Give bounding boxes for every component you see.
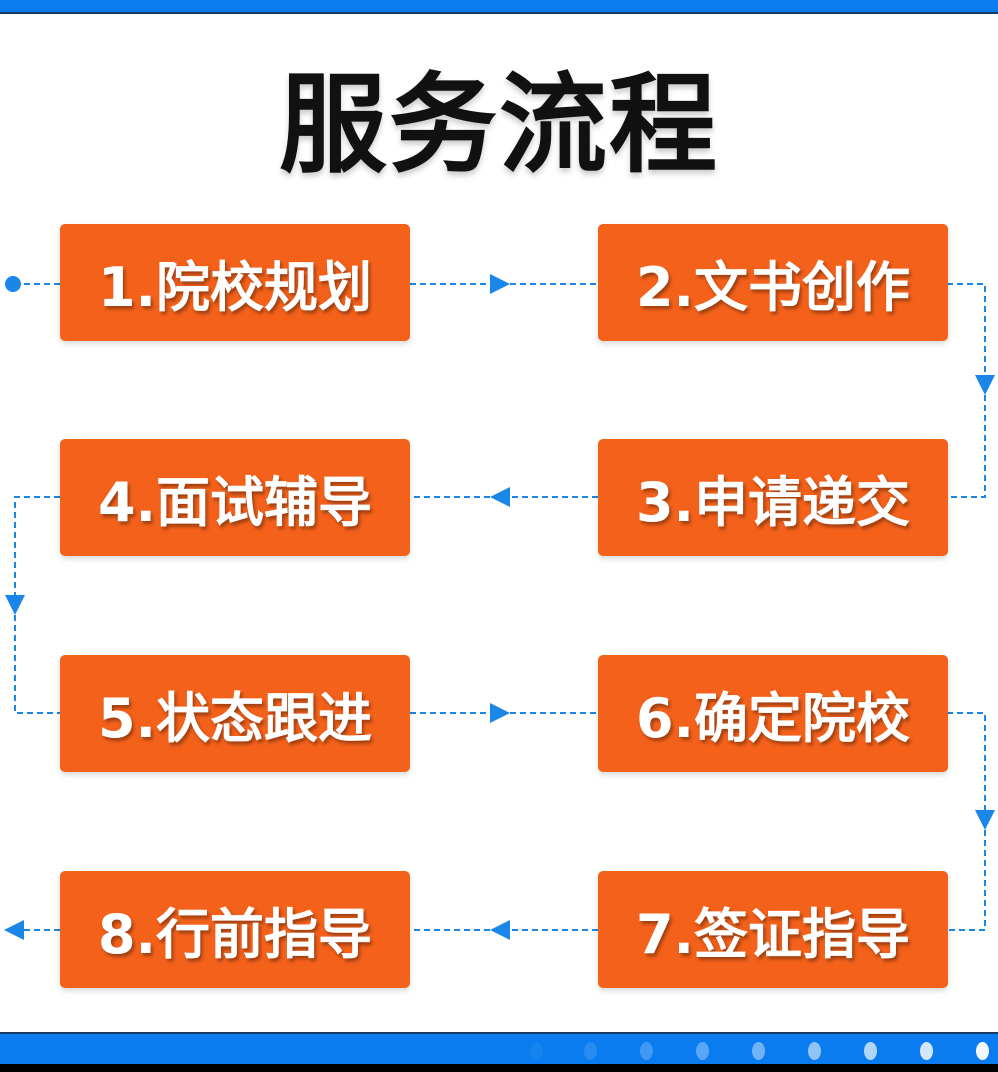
decor-dot [864,1042,877,1060]
arrow-4-5 [5,496,60,615]
decor-dot [920,1042,933,1060]
page-title: 服务流程 [278,63,719,188]
arrow-6-7 [947,712,995,830]
top-bar [0,0,998,14]
step-3-box: 3.申请递交 [598,439,948,556]
step-6-box: 6.确定院校 [598,655,948,772]
step-1-box: 1.院校规划 [60,224,410,341]
decor-dot [808,1042,821,1060]
step-4-box: 4.面试辅导 [60,439,410,556]
step-8-box: 8.行前指导 [60,871,410,988]
step-2-box: 2.文书创作 [598,224,948,341]
decor-dot [640,1042,653,1060]
bottom-edge [0,1064,998,1072]
decor-dot [752,1042,765,1060]
start-dot-icon [5,276,21,292]
decor-dot [530,1042,543,1060]
decor-dot [976,1042,989,1060]
bottom-bar [0,1032,998,1066]
arrow-2-3 [947,283,995,395]
decor-dot [696,1042,709,1060]
step-5-box: 5.状态跟进 [60,655,410,772]
step-7-box: 7.签证指导 [598,871,948,988]
decor-dot [584,1042,597,1060]
